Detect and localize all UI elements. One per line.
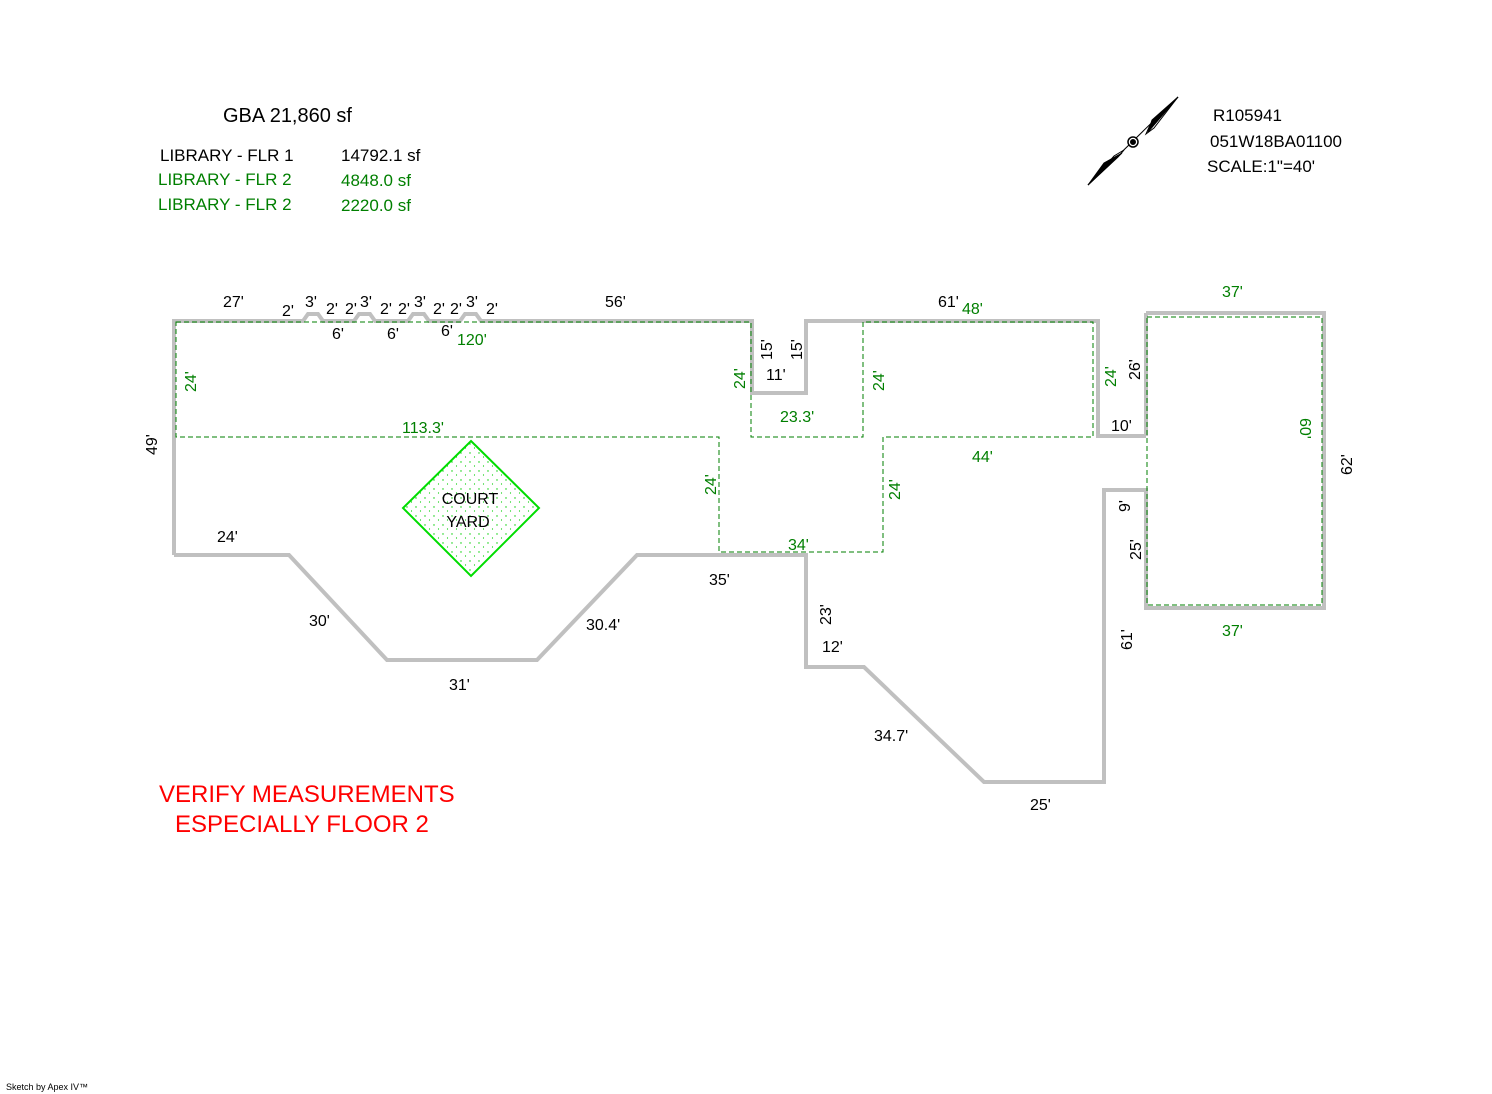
area-value-floor2b: 2220.0 sf bbox=[341, 196, 411, 215]
dim-label: 49' bbox=[144, 434, 161, 455]
dim-label: 37' bbox=[1222, 623, 1243, 640]
dim-label: 9' bbox=[1117, 500, 1134, 512]
dim-label: 30.4' bbox=[586, 617, 620, 634]
floor1-dimensions: 27' 2' 3' 2' 2' 3' 2' 2' 3' 2' 2' 3' 2' … bbox=[144, 294, 1356, 814]
dim-label: 2' bbox=[380, 301, 392, 318]
gba-total: GBA 21,860 sf bbox=[223, 105, 352, 127]
dim-label: 23.3' bbox=[780, 409, 814, 426]
dim-label: 25' bbox=[1128, 539, 1145, 560]
dim-label: 27' bbox=[223, 294, 244, 311]
dim-label: 6' bbox=[387, 326, 399, 343]
dim-label: 6' bbox=[332, 326, 344, 343]
dim-label: 12' bbox=[822, 639, 843, 656]
dim-label: 113.3' bbox=[402, 420, 444, 437]
verify-note-line1: VERIFY MEASUREMENTS bbox=[159, 781, 455, 808]
area-name-floor2a: LIBRARY - FLR 2 bbox=[158, 170, 292, 189]
dim-label: 44' bbox=[972, 449, 993, 466]
dim-label: 56' bbox=[605, 294, 626, 311]
floor2-outline-east bbox=[1146, 316, 1323, 606]
dim-label: 62' bbox=[1339, 454, 1356, 475]
dim-label: 61' bbox=[938, 294, 959, 311]
dim-label: 2' bbox=[433, 301, 445, 318]
dim-label: 37' bbox=[1222, 284, 1243, 301]
dim-label: 34.7' bbox=[874, 728, 908, 745]
dim-label: 61' bbox=[1119, 629, 1136, 650]
floor2-dimensions: 120' 24' 113.3' 24' 23.3' 24' 48' 24' 44… bbox=[183, 284, 1313, 640]
area-name-floor1: LIBRARY - FLR 1 bbox=[160, 146, 294, 165]
courtyard-label-line1: COURT bbox=[442, 491, 499, 508]
courtyard-area bbox=[401, 439, 541, 578]
dim-label: 23' bbox=[818, 604, 835, 625]
dim-label: 6' bbox=[441, 323, 453, 340]
floor1-outline bbox=[172, 312, 1146, 555]
dim-label: 24' bbox=[887, 479, 904, 500]
dim-label: 3' bbox=[466, 294, 478, 311]
dim-label: 2' bbox=[326, 301, 338, 318]
dim-label: 48' bbox=[962, 301, 983, 318]
area-name-floor2b: LIBRARY - FLR 2 bbox=[158, 195, 292, 214]
dim-label: 31' bbox=[449, 677, 470, 694]
dim-label: 2' bbox=[398, 301, 410, 318]
dim-label: 11' bbox=[766, 367, 786, 384]
floor1-outline-east bbox=[174, 311, 1326, 784]
dim-label: 60' bbox=[1296, 418, 1313, 439]
dim-label: 25' bbox=[1030, 797, 1051, 814]
north-arrow-icon bbox=[1087, 96, 1179, 186]
dim-label: 3' bbox=[305, 294, 317, 311]
dim-label: 15' bbox=[789, 339, 806, 360]
dim-label: 26' bbox=[1127, 359, 1144, 380]
area-value-floor1: 14792.1 sf bbox=[341, 146, 421, 165]
verify-note-line2: ESPECIALLY FLOOR 2 bbox=[175, 811, 429, 838]
dim-label: 24' bbox=[217, 529, 238, 546]
dim-label: 120' bbox=[457, 332, 487, 349]
dim-label: 10' bbox=[1111, 418, 1132, 435]
dim-label: 15' bbox=[759, 339, 776, 360]
map-lot-number: 051W18BA01100 bbox=[1210, 132, 1343, 151]
scale-label: SCALE:1"=40' bbox=[1207, 157, 1316, 176]
dim-label: 24' bbox=[732, 368, 749, 389]
dim-label: 35' bbox=[709, 572, 730, 589]
dim-label: 2' bbox=[450, 301, 462, 318]
dim-label: 24' bbox=[703, 474, 720, 495]
dim-label: 3' bbox=[414, 294, 426, 311]
dim-label: 2' bbox=[486, 301, 498, 318]
area-value-floor2a: 4848.0 sf bbox=[341, 171, 411, 190]
sketch-credit: Sketch by Apex IV™ bbox=[6, 1082, 89, 1092]
dim-label: 24' bbox=[1103, 366, 1120, 387]
courtyard-label-line2: YARD bbox=[446, 514, 489, 531]
dim-label: 2' bbox=[345, 301, 357, 318]
dim-label: 24' bbox=[183, 371, 200, 392]
account-number: R105941 bbox=[1213, 106, 1283, 125]
dim-label: 2' bbox=[282, 303, 294, 320]
floor2-outline-main bbox=[175, 321, 1094, 553]
dim-label: 34' bbox=[788, 537, 809, 554]
dim-label: 30' bbox=[309, 613, 330, 630]
dim-label: 3' bbox=[360, 294, 372, 311]
dim-label: 24' bbox=[871, 370, 888, 391]
